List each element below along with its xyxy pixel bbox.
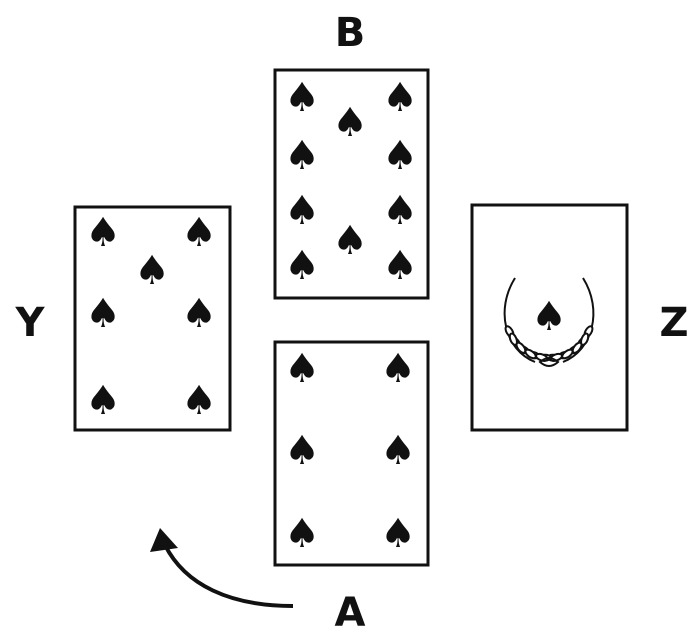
label-z: Z: [659, 300, 688, 346]
spade-icon: ♠: [85, 210, 121, 256]
spade-icon: ♠: [181, 210, 217, 256]
card-y: [73, 205, 232, 432]
curved-arrow: [163, 544, 294, 608]
arrowhead-icon: [150, 528, 178, 552]
spade-icon: ♠: [332, 218, 368, 264]
spade-icon: ♠: [284, 511, 320, 557]
spade-icon: ♠: [284, 346, 320, 392]
spade-icon: ♠: [380, 511, 416, 557]
card-z: [470, 203, 629, 432]
label-a: A: [335, 590, 366, 636]
spade-icon: ♠: [85, 291, 121, 337]
laurel-leaf: [508, 332, 518, 346]
spade-icon: ♠: [531, 294, 567, 340]
label-b: B: [335, 10, 366, 56]
spade-icon: ♠: [380, 346, 416, 392]
spade-icon: ♠: [284, 428, 320, 474]
spade-icon: ♠: [181, 291, 217, 337]
card-a: [273, 340, 430, 567]
spade-icon: ♠: [382, 133, 418, 179]
spade-icon: ♠: [134, 248, 170, 294]
spade-icon: ♠: [284, 75, 320, 121]
card-b: [273, 68, 430, 300]
spade-icon: ♠: [284, 133, 320, 179]
spade-icon: ♠: [380, 428, 416, 474]
spade-icon: ♠: [284, 188, 320, 234]
laurel-wreath-icon: [503, 277, 595, 367]
label-y: Y: [15, 300, 46, 346]
spade-icon: ♠: [284, 243, 320, 289]
spade-icon: ♠: [382, 188, 418, 234]
laurel-leaf: [580, 332, 590, 346]
spade-icon: ♠: [181, 378, 217, 424]
spade-icon: ♠: [85, 378, 121, 424]
spade-icon: ♠: [382, 243, 418, 289]
spade-icon: ♠: [332, 100, 368, 146]
spade-icon: ♠: [382, 75, 418, 121]
